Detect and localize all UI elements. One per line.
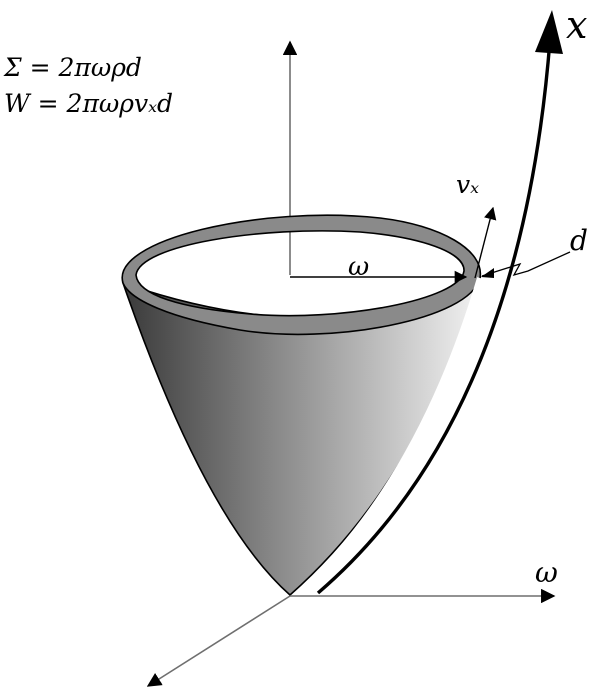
formula-sigma: Σ = 2πωρd <box>4 53 142 82</box>
x-axis-arrowhead <box>535 10 563 54</box>
thickness-arrowhead <box>481 268 494 278</box>
velocity-arrow <box>474 206 497 279</box>
x-axis-label: x <box>566 3 587 47</box>
omega-axis-label: ω <box>535 556 558 589</box>
x-axis-curve <box>316 39 552 595</box>
omega-radius-label: ω <box>348 252 369 282</box>
velocity-label: vₓ <box>456 170 479 199</box>
surface-contour <box>299 277 483 593</box>
thickness-label: d <box>570 224 588 257</box>
formula-block: Σ = 2πωρd W = 2πωρvₓd <box>4 50 204 122</box>
depth-axis <box>146 595 291 687</box>
formula-work: W = 2πωρvₓd <box>4 89 173 118</box>
thickness-leader <box>481 251 571 277</box>
